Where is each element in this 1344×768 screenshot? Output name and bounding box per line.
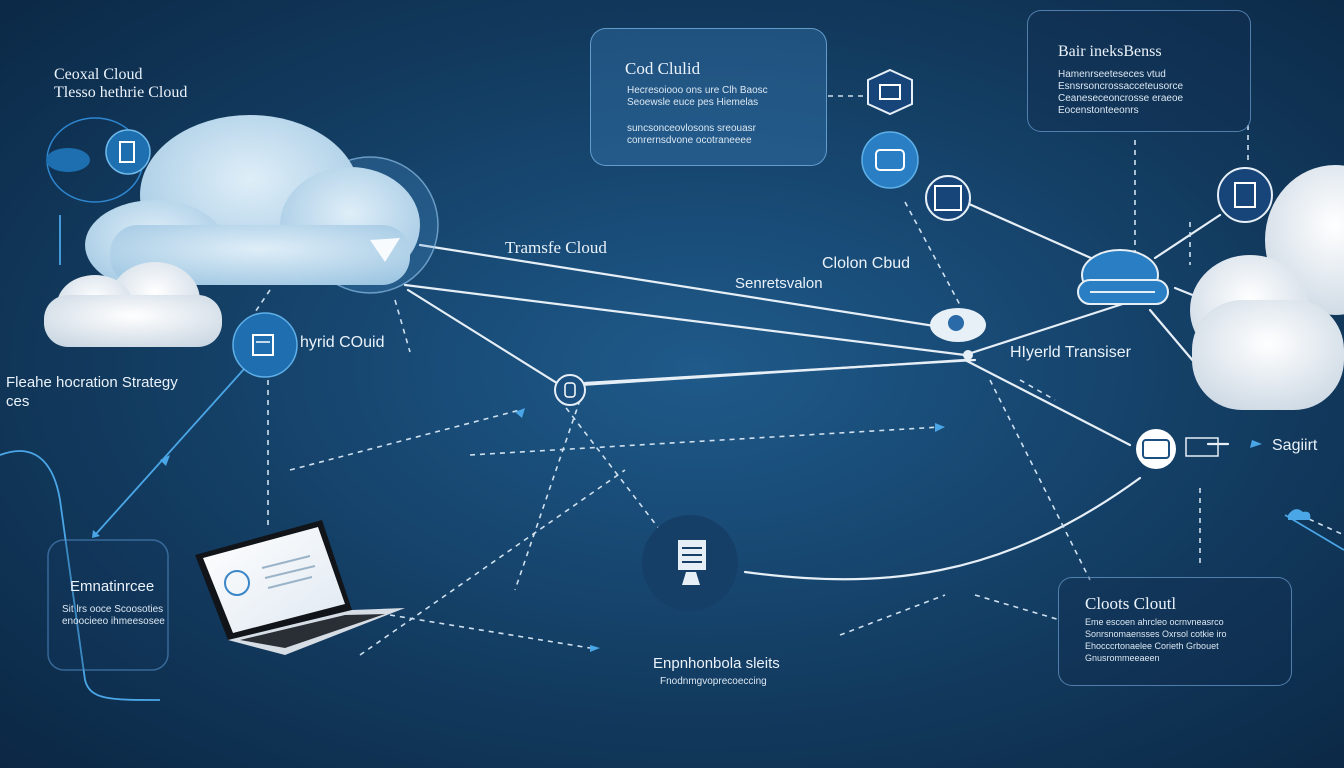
bar-panel-line: Eocenstonteeonrs bbox=[1058, 105, 1139, 116]
arrow-markers bbox=[92, 408, 1262, 652]
cloud-panel-line: Seoewsle euce pes Hiemelas bbox=[627, 97, 759, 108]
left-curves bbox=[0, 215, 1344, 701]
bar-panel-line: Hamenrseeteseces vtud bbox=[1058, 69, 1166, 80]
primary-cloud bbox=[85, 115, 439, 294]
enterprise-panel-line: Sit lrs ooce Scoosoties bbox=[62, 604, 164, 615]
colon-cloud-label: Clolon Cbud bbox=[822, 255, 911, 272]
clouds-panel-title: Cloots Cloutl bbox=[1085, 594, 1177, 613]
clouds-panel-line: Ehocccrtonaelee Corieth Grbouet bbox=[1085, 641, 1219, 651]
small-cloud-icon bbox=[1288, 509, 1311, 520]
right-cloud bbox=[1190, 165, 1344, 410]
cloud-info-panel: Cod Clulid Hecresoiooo ons ure Clh Baosc… bbox=[590, 28, 827, 166]
bar-panel-line: Ceaneseceoncrosse eraeoe bbox=[1058, 93, 1184, 104]
document-icon bbox=[1217, 167, 1273, 223]
enterprise-panel-title: Emnatinrcee bbox=[70, 578, 155, 595]
senretsvalon-label: Senretsvalon bbox=[735, 275, 823, 292]
top-left-subtitle: Tlesso hethrie Cloud bbox=[54, 84, 188, 101]
enterprise-panel-frame bbox=[47, 539, 169, 671]
cloud-icon-group bbox=[46, 117, 151, 203]
sagiirt-label: Sagiirt bbox=[1272, 437, 1318, 454]
server-node bbox=[642, 515, 738, 611]
laptop-icon bbox=[195, 520, 405, 655]
bar-info-panel: Bair ineksBenss Hamenrseeteseces vtud Es… bbox=[1027, 10, 1251, 132]
server-icon bbox=[861, 131, 919, 189]
hybrid-cloud-node bbox=[232, 312, 298, 378]
strategy-label: Fleahe hocration Strategy bbox=[6, 374, 178, 391]
network-icon bbox=[1136, 429, 1219, 469]
bar-panel-line: Esnsrsoncrossacceteusorce bbox=[1058, 81, 1184, 92]
storage-icon bbox=[925, 175, 971, 221]
enterprise-panel-line: enoocieeo ihmeesosee bbox=[62, 616, 165, 627]
enphonbola-label: Enpnhonbola sleits bbox=[653, 655, 780, 672]
hybrid-transfer-label: HIyerld Transiser bbox=[1010, 344, 1131, 361]
clouds-panel-line: Eme escoen ahrcleo ocrnvneasrco bbox=[1085, 617, 1224, 627]
dashed-connections bbox=[242, 95, 1344, 656]
strategy-label-2: ces bbox=[6, 393, 30, 410]
cloud-panel-line: suncsonceovlosons sreouasr bbox=[627, 123, 756, 134]
clouds-info-panel: Cloots Cloutl Eme escoen ahrcleo ocrnvne… bbox=[1058, 577, 1292, 686]
cloud-panel-line: conrernsdvone ocotraneeee bbox=[627, 135, 752, 146]
hybrid-cloud-label: hyrid COuid bbox=[300, 334, 385, 351]
secondary-cloud bbox=[44, 262, 222, 347]
database-icon bbox=[930, 308, 986, 342]
transfer-cloud-label: Tramsfe Cloud bbox=[505, 238, 607, 257]
clouds-panel-line: Sonrsnomaensses Oxrsol cotkie iro bbox=[1085, 629, 1227, 639]
junction-node bbox=[963, 350, 973, 360]
cloud-panel-title: Cod Clulid bbox=[625, 59, 701, 78]
clouds-panel-line: Gnusrommeeaeen bbox=[1085, 653, 1160, 663]
router-icon bbox=[867, 68, 913, 116]
central-hub bbox=[554, 374, 586, 406]
hybrid-cloud-icon bbox=[1077, 249, 1169, 305]
top-left-title: Ceoxal Cloud bbox=[54, 66, 143, 83]
bar-panel-title: Bair ineksBenss bbox=[1058, 43, 1162, 60]
enphonbola-sublabel: Fnodnmgvoprecoeccing bbox=[660, 676, 767, 687]
cloud-panel-line: Hecresoiooo ons ure Clh Baosc bbox=[627, 85, 768, 96]
